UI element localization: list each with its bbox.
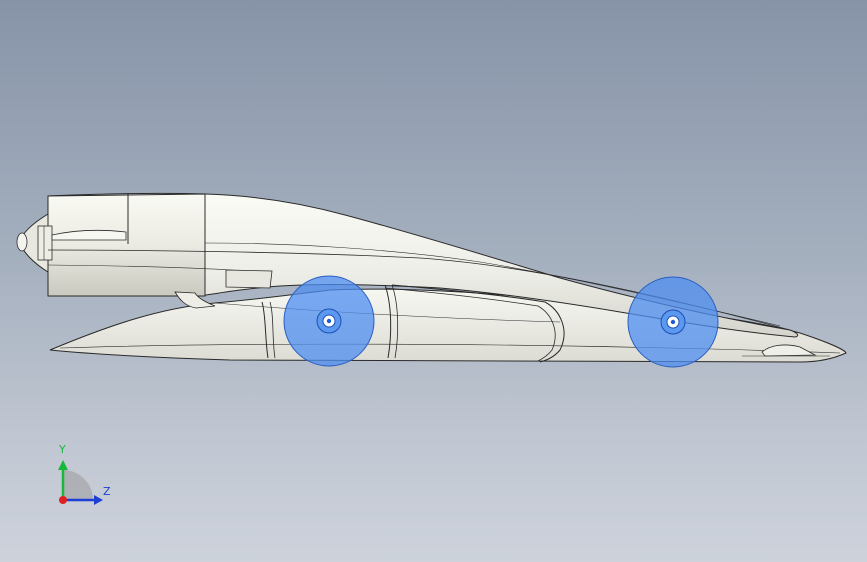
rear-wheel[interactable] xyxy=(283,275,375,367)
triad-y-label: Y xyxy=(59,443,66,456)
side-intake xyxy=(225,269,273,289)
view-triad[interactable] xyxy=(58,460,103,505)
front-wheel[interactable] xyxy=(627,276,719,368)
nose-fin xyxy=(761,344,817,357)
rear-canister xyxy=(47,193,206,297)
triad-z-label: Z xyxy=(103,485,111,498)
